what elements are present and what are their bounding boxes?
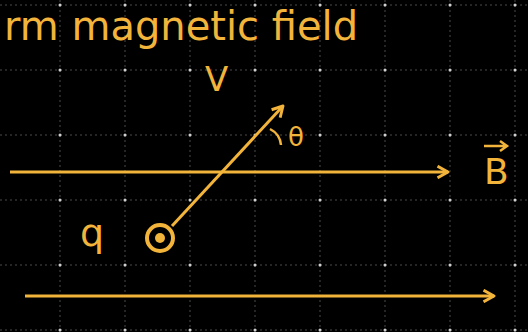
heading-text: rm magnetic field [4, 6, 358, 46]
vector-bar [484, 141, 507, 151]
velocity-label: V [205, 62, 228, 96]
velocity-vector [172, 106, 283, 226]
field-label: B [484, 154, 509, 190]
charge-label: q [80, 214, 104, 252]
angle-arc [270, 129, 281, 145]
charge-dot [155, 233, 165, 243]
angle-label: θ [288, 124, 304, 150]
charge-symbol [147, 225, 173, 251]
field-line [25, 295, 494, 298]
field-line [10, 171, 448, 174]
